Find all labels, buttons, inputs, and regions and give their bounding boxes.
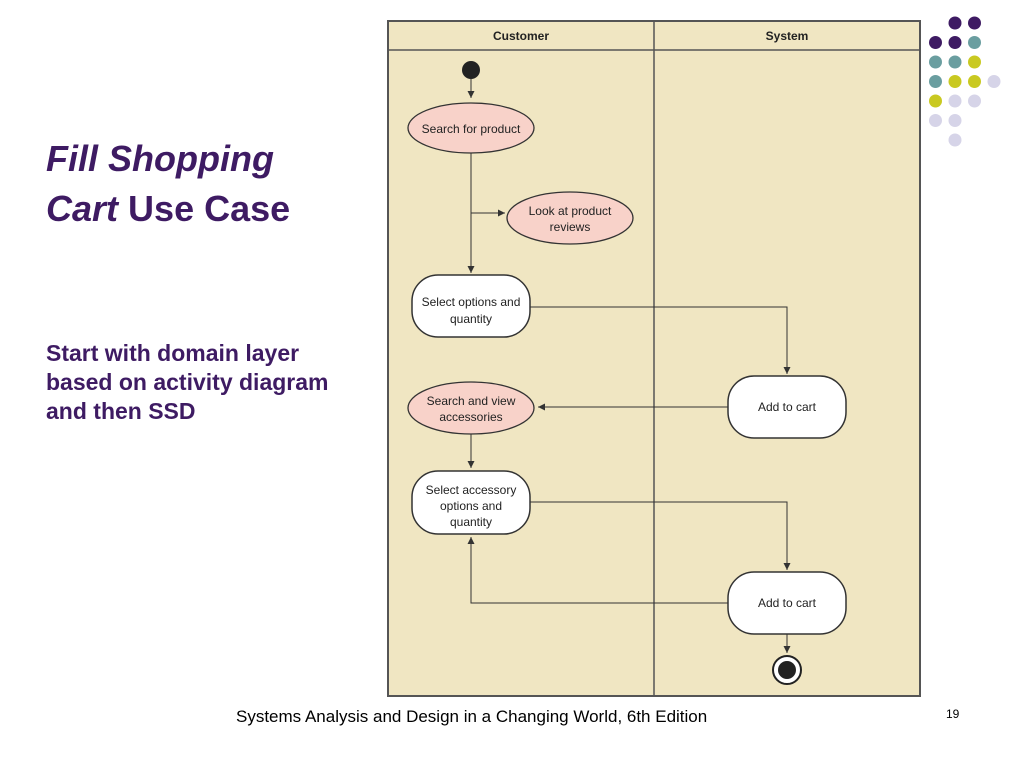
activity-select-options	[411, 274, 531, 338]
final-node-inner	[778, 661, 796, 679]
decorative-dot	[948, 94, 962, 108]
decorative-dot	[968, 16, 981, 30]
activity-search-accessories-label-2: accessories	[439, 410, 502, 424]
decorative-dot	[948, 16, 962, 30]
activity-search-accessories-label-1: Search and view	[427, 394, 516, 408]
flow-select-accessory-add-to-cart	[530, 501, 791, 570]
decorative-dot	[948, 75, 962, 88]
slide-title-italic: Fill Shopping Cart	[46, 138, 274, 229]
decorative-dot	[929, 55, 942, 69]
slide-title: Fill Shopping Cart Use Case	[46, 134, 346, 234]
slide-title-regular: Use Case	[128, 188, 291, 229]
slide-subtitle: Start with domain layer based on activit…	[46, 340, 329, 424]
flow-select-options-add-to-cart	[530, 306, 791, 374]
activity-add-to-cart-2-label: Add to cart	[758, 596, 817, 610]
page-number: 19	[946, 707, 960, 721]
decorative-dot	[948, 133, 962, 147]
decorative-dot	[929, 114, 942, 127]
decorative-dot	[948, 55, 962, 69]
decorative-dot	[948, 36, 962, 49]
activity-select-options-label-2: quantity	[450, 312, 492, 326]
decorative-dot	[929, 94, 942, 108]
lane-label-customer: Customer	[493, 29, 549, 43]
decorative-dot	[968, 75, 981, 88]
slide-footer: Systems Analysis and Design in a Changin…	[236, 707, 708, 726]
activity-search-product-label: Search for product	[422, 122, 521, 136]
decorative-dot	[987, 75, 1001, 88]
activity-select-accessory-label-3: quantity	[450, 515, 492, 529]
decorative-dot	[948, 114, 962, 127]
activity-select-accessory-label-2: options and	[440, 499, 502, 513]
initial-node	[462, 61, 480, 79]
activity-add-to-cart-1-label: Add to cart	[758, 400, 817, 414]
activity-look-at-reviews-label-1: Look at product	[529, 204, 612, 218]
flow-add-to-cart-loop-back	[467, 537, 728, 604]
activity-select-accessory-label-1: Select accessory	[426, 483, 517, 497]
decorative-dot	[968, 36, 981, 49]
activity-look-at-reviews-label-2: reviews	[550, 220, 591, 234]
lane-label-system: System	[766, 29, 809, 43]
decorative-dot	[968, 55, 981, 69]
decorative-dot	[929, 36, 942, 49]
decorative-dot	[968, 94, 981, 108]
activity-search-accessories	[407, 381, 535, 435]
decorative-dot	[929, 75, 942, 88]
activity-select-options-label-1: Select options and	[422, 295, 521, 309]
activity-look-at-reviews	[506, 191, 634, 245]
